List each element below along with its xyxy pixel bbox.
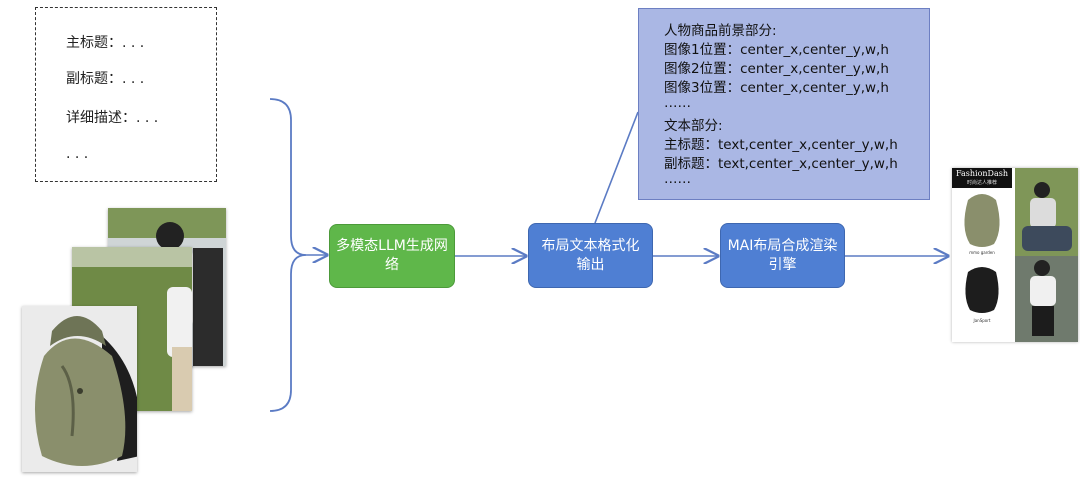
input-text-box: 主标题：. . . 副标题：. . . 详细描述：. . . . . . xyxy=(35,7,217,182)
spec-line: 图像2位置：center_x,center_y,w,h xyxy=(664,61,889,77)
input-title-line: 主标题：. . . xyxy=(66,35,145,51)
layout-spec-box: 人物商品前景部分: 图像1位置：center_x,center_y,w,h 图像… xyxy=(638,8,930,200)
spec-line: 主标题：text,center_x,center_y,w,h xyxy=(664,137,898,153)
input-photo-1 xyxy=(22,306,137,472)
spec-line: 图像1位置：center_x,center_y,w,h xyxy=(664,42,889,58)
spec-line: …… xyxy=(664,95,691,111)
multimodal-llm-box: 多模态LLM生成网络 xyxy=(329,224,455,288)
format-label: 布局文本格式化输出 xyxy=(541,237,640,273)
result-images xyxy=(964,168,1078,342)
result-item1-label: mmo garden xyxy=(969,250,995,255)
spec-line: 人物商品前景部分: xyxy=(664,23,777,39)
backpack-icon xyxy=(22,306,137,472)
mai-label: MAI布局合成渲染引擎 xyxy=(727,237,838,273)
spec-line: 文本部分: xyxy=(664,118,723,134)
spec-line: …… xyxy=(664,171,691,187)
brace-connector xyxy=(269,98,307,412)
input-desc-line: 详细描述：. . . xyxy=(66,110,159,126)
callout-line-left xyxy=(594,111,639,224)
result-item2-label: JanSport xyxy=(973,318,991,323)
mai-render-engine-box: MAI布局合成渲染引擎 xyxy=(720,223,845,288)
brand-name: FashionDash xyxy=(955,169,1008,178)
llm-label: 多模态LLM生成网络 xyxy=(336,238,448,273)
brand-logo: FashionDash xyxy=(952,168,1012,188)
brand-subtitle: 时尚达人推荐 xyxy=(966,180,997,186)
input-ellipsis-line: . . . xyxy=(66,146,89,162)
spec-line: 图像3位置：center_x,center_y,w,h xyxy=(664,80,889,96)
spec-line: 副标题：text,center_x,center_y,w,h xyxy=(664,156,898,172)
result-poster: FashionDash 时尚达人推荐 mmo garden JanSport xyxy=(952,168,1078,342)
layout-text-format-box: 布局文本格式化输出 xyxy=(528,223,653,288)
input-subtitle-line: 副标题：. . . xyxy=(66,71,145,87)
